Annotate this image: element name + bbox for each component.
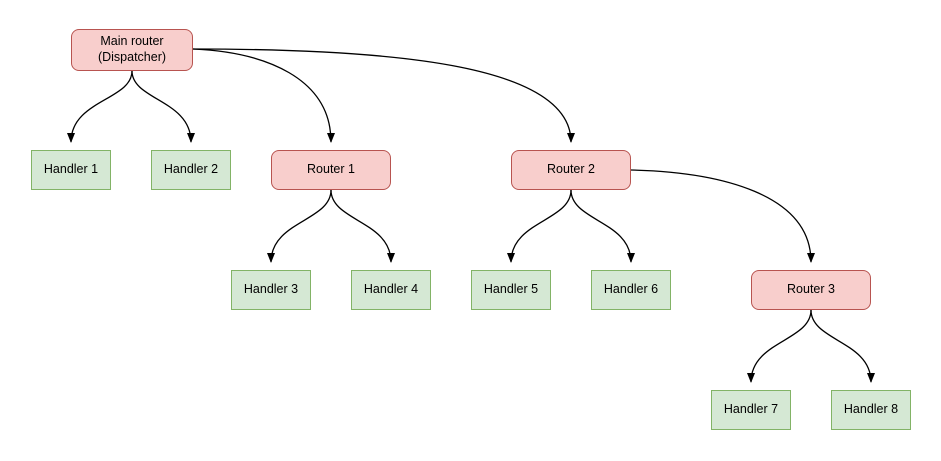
- node-label: Router 1: [307, 162, 355, 177]
- node-router-1[interactable]: Router 1: [271, 150, 391, 190]
- node-label: Router 2: [547, 162, 595, 177]
- node-label: Handler 6: [603, 282, 659, 297]
- edge-main-to-router1: [192, 48, 335, 143]
- edge-router3-to-handler8: [810, 309, 875, 383]
- edge-router2-to-router3: [630, 169, 815, 263]
- node-handler-2[interactable]: Handler 2: [151, 150, 231, 190]
- node-handler-6[interactable]: Handler 6: [591, 270, 671, 310]
- node-label: Handler 2: [163, 162, 219, 177]
- edge-main-to-handler2: [131, 70, 195, 143]
- node-label: Handler 3: [243, 282, 299, 297]
- edge-main-to-router2: [192, 48, 575, 143]
- node-handler-1[interactable]: Handler 1: [31, 150, 111, 190]
- node-label: Handler 8: [843, 402, 899, 417]
- edge-router2-to-handler5: [507, 189, 572, 263]
- edge-router3-to-handler7: [747, 309, 812, 383]
- node-label: Main router (Dispatcher): [97, 34, 167, 64]
- edge-router1-to-handler3: [267, 189, 332, 263]
- node-handler-8[interactable]: Handler 8: [831, 390, 911, 430]
- node-handler-4[interactable]: Handler 4: [351, 270, 431, 310]
- edge-router1-to-handler4: [330, 189, 395, 263]
- node-label: Handler 4: [363, 282, 419, 297]
- node-handler-5[interactable]: Handler 5: [471, 270, 551, 310]
- node-handler-3[interactable]: Handler 3: [231, 270, 311, 310]
- node-label: Handler 1: [43, 162, 99, 177]
- node-main-router[interactable]: Main router (Dispatcher): [71, 29, 193, 71]
- edge-main-to-handler1: [67, 70, 133, 143]
- node-label: Handler 5: [483, 282, 539, 297]
- node-label: Handler 7: [723, 402, 779, 417]
- node-router-2[interactable]: Router 2: [511, 150, 631, 190]
- node-router-3[interactable]: Router 3: [751, 270, 871, 310]
- node-label: Router 3: [787, 282, 835, 297]
- edge-router2-to-handler6: [570, 189, 635, 263]
- node-handler-7[interactable]: Handler 7: [711, 390, 791, 430]
